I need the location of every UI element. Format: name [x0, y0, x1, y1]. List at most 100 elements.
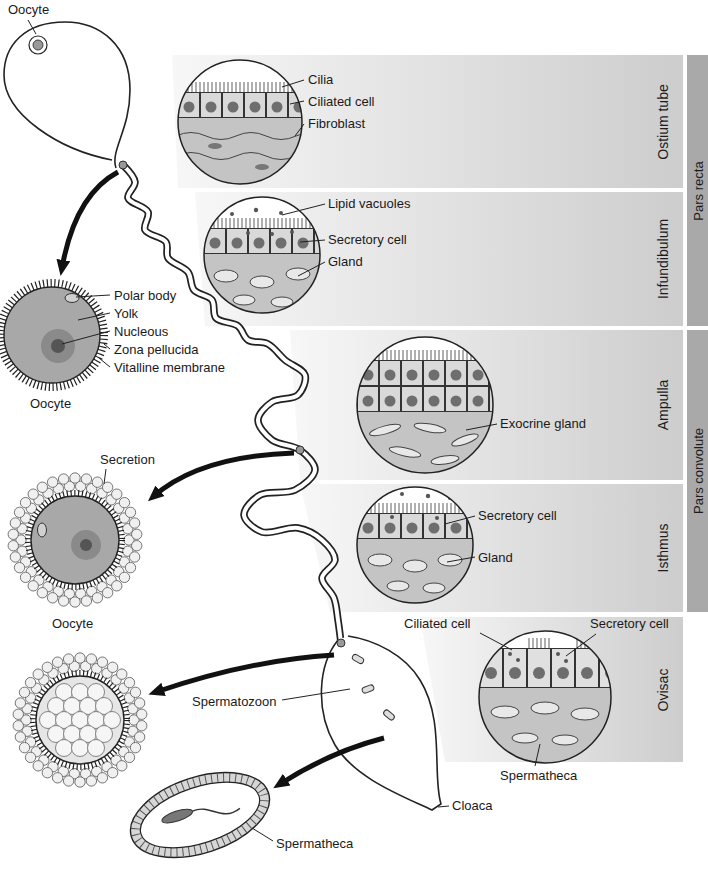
- tissue-magnifier: [208, 143, 222, 149]
- tissue-magnifier: [475, 628, 615, 768]
- leader-line: [104, 344, 110, 349]
- tissue-magnifier: [176, 153, 326, 160]
- embryo-drawing: [33, 673, 127, 767]
- oocyte-drawing: [70, 473, 80, 483]
- tissue-magnifier: [508, 652, 608, 663]
- oocyte-drawing: [132, 541, 142, 551]
- embryo-drawing: [97, 657, 107, 667]
- section-band: Ampulla: [643, 330, 683, 480]
- embryo-drawing: [86, 776, 96, 786]
- tissue-magnifier: [369, 422, 402, 438]
- section-band: Ostium tube: [643, 55, 683, 188]
- part-label: Oocyte: [52, 616, 93, 631]
- part-label: Gland: [478, 550, 513, 565]
- tissue-magnifier: [435, 516, 439, 520]
- oviduct-drawing: [119, 161, 127, 169]
- oocyte-drawing: [37, 482, 47, 492]
- leader-line: [76, 295, 110, 297]
- embryo-drawing: [75, 777, 85, 787]
- part-label: Cloaca: [452, 798, 492, 813]
- embryo-drawing: [13, 709, 23, 719]
- part-label: Secretory cell: [590, 616, 669, 631]
- oocyte-drawing: [47, 477, 57, 487]
- oocyte-drawing: [119, 572, 129, 582]
- part-label: Cilia: [308, 72, 333, 87]
- part-label: Gland: [328, 254, 363, 269]
- embryo-drawing: [63, 776, 73, 786]
- oviduct-drawing: [351, 653, 395, 721]
- tissue-magnifier: [426, 494, 430, 498]
- tissue-magnifier: [571, 708, 599, 720]
- oocyte-drawing: [81, 596, 91, 606]
- embryo-drawing: [42, 662, 52, 672]
- leader-line: [99, 358, 110, 367]
- tissue-magnifier: [204, 197, 320, 313]
- part-label: Spermatozoon: [192, 694, 277, 709]
- oocyte-drawing: [8, 541, 18, 551]
- leader-line: [566, 634, 596, 656]
- embryo-drawing: [63, 654, 73, 664]
- embryo-drawing: [52, 773, 62, 783]
- oocyte-drawing: [129, 552, 139, 562]
- leader-line: [62, 331, 110, 344]
- section-band: Infundibulum: [643, 192, 683, 326]
- embryo-drawing: [124, 677, 134, 687]
- tissue-magnifier: [403, 560, 427, 572]
- region-band: Pars recta: [687, 55, 708, 326]
- embryo-drawing: [124, 752, 134, 762]
- embryo-drawing: [13, 653, 147, 787]
- part-label: Ciliated cell: [404, 616, 470, 631]
- tissue-magnifier: [357, 503, 477, 539]
- oocyte-drawing: [129, 518, 139, 528]
- embryo-drawing: [130, 687, 140, 697]
- spermatheca-drawing: [192, 797, 240, 824]
- oocyte-drawing: [14, 562, 24, 572]
- tissue-magnifier: [355, 412, 495, 477]
- leader-line: [466, 424, 497, 430]
- tissue-magnifier: [423, 583, 445, 593]
- part-label: Fibroblast: [308, 116, 365, 131]
- tissue-magnifier: [214, 270, 238, 282]
- section-name: Isthmus: [655, 523, 671, 572]
- oocyte-drawing: [80, 539, 92, 551]
- part-label: Secretion: [100, 452, 155, 467]
- part-label: Nucleous: [114, 324, 168, 339]
- tissue-magnifier: [516, 658, 520, 662]
- tissue-magnifier: [214, 268, 310, 307]
- oocyte-drawing: [58, 596, 68, 606]
- leader-line: [535, 744, 540, 766]
- oviduct-drawing: [123, 165, 341, 643]
- part-label: Yolk: [114, 306, 138, 321]
- embryo-drawing: [52, 657, 62, 667]
- tissue-magnifier: [355, 485, 477, 609]
- part-label: Oocyte: [30, 396, 71, 411]
- embryo-drawing: [36, 676, 124, 764]
- small-oocyte: [33, 40, 43, 50]
- tissue-magnifier: [355, 335, 497, 477]
- tissue-magnifier: [552, 735, 578, 745]
- part-label: Spermatheca: [500, 768, 577, 783]
- embryo-drawing: [137, 721, 147, 731]
- leader-line: [282, 204, 325, 215]
- tissue-magnifier: [357, 360, 497, 412]
- tissue-magnifier: [254, 208, 258, 212]
- oocyte-drawing: [58, 474, 68, 484]
- leader-line: [298, 262, 325, 276]
- region-band: Pars convolute: [687, 330, 708, 612]
- tissue-magnifier: [475, 688, 615, 768]
- oocyte-drawing: [81, 474, 91, 484]
- oviduct-drawing: [361, 684, 374, 694]
- tissue-magnifier: [230, 212, 234, 216]
- tissue-magnifier: [246, 231, 250, 235]
- embryo-drawing: [86, 654, 96, 664]
- embryo-drawing: [40, 684, 121, 757]
- oocyte-drawing: [20, 572, 30, 582]
- leader-line: [78, 313, 110, 320]
- tissue-magnifier: [178, 92, 308, 118]
- tissue-magnifier: [512, 733, 538, 743]
- tissue-magnifier: [204, 218, 324, 254]
- oviduct-drawing: [351, 653, 364, 664]
- oocyte-drawing: [28, 493, 122, 587]
- oocyte-drawing: [37, 588, 47, 598]
